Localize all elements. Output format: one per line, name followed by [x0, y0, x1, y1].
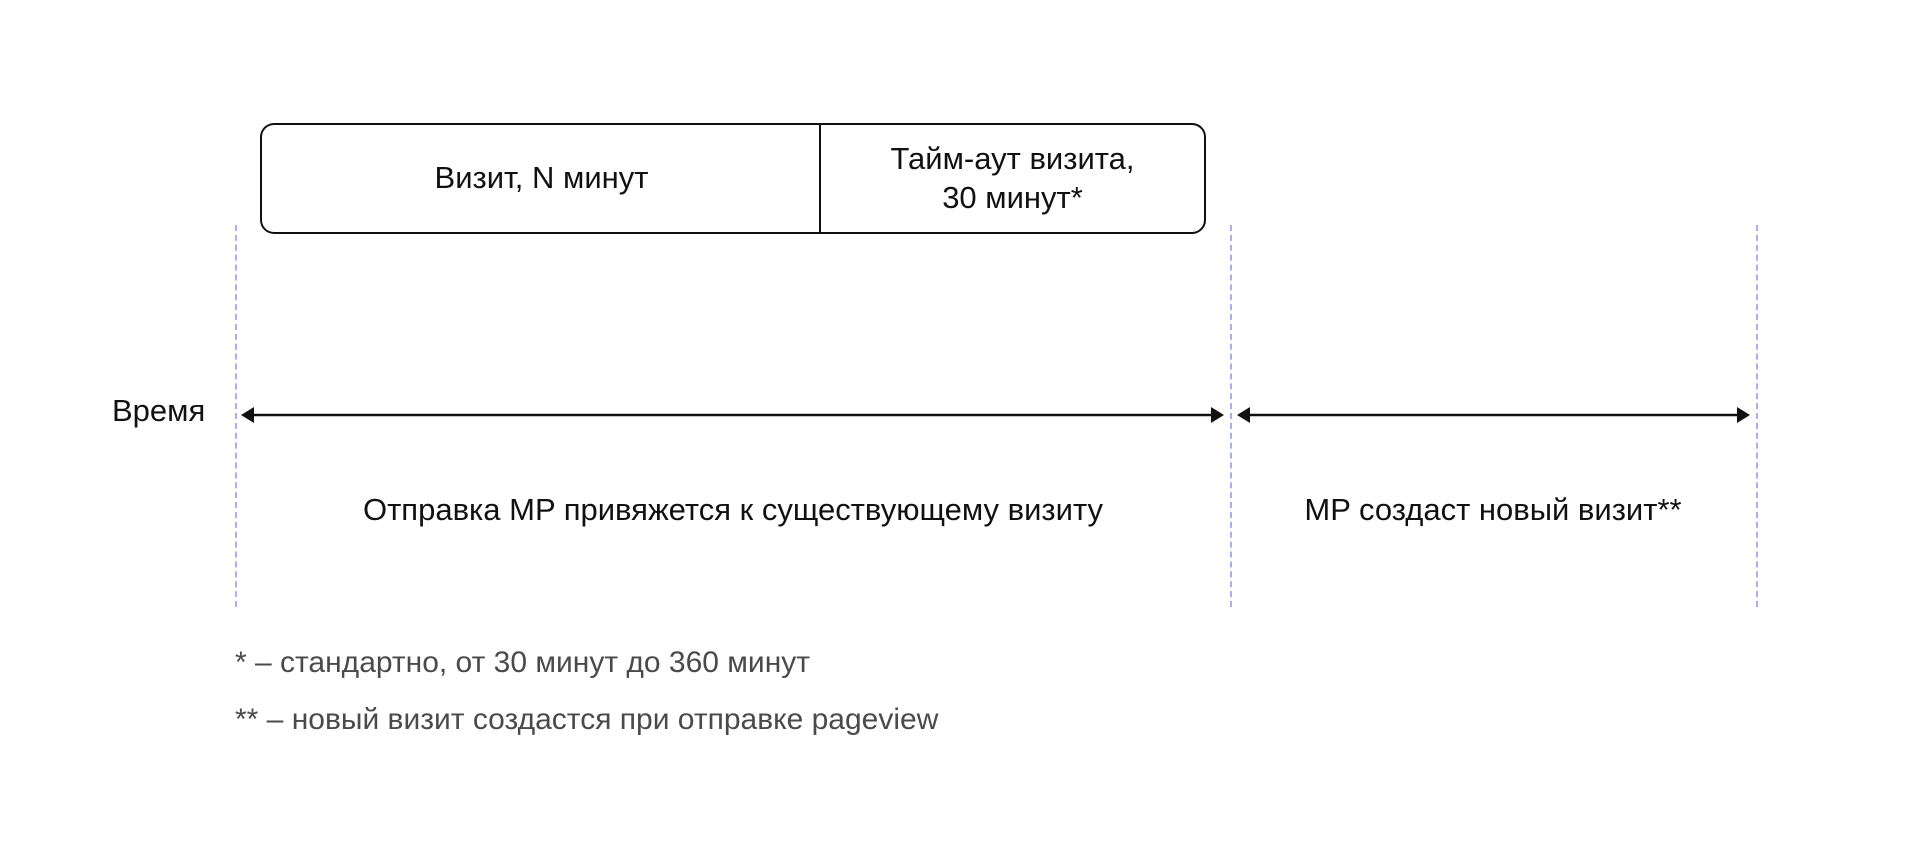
footnote-2: ** – новый визит создастся при отправке … [235, 703, 939, 736]
time-axis-label: Время [112, 393, 206, 428]
existing-visit-label: Отправка MP привяжется к существующему в… [363, 492, 1103, 527]
guide-line-end [1756, 225, 1758, 607]
timeout-label-line1: Тайм-аут визита, [890, 140, 1135, 176]
timeout-block-label: Тайм-аут визита, 30 минут* [891, 140, 1135, 218]
new-visit-label: MP создаст новый визит** [1304, 492, 1682, 527]
visit-block-label: Визит, N минут [434, 160, 649, 196]
arrowhead-left-icon [1237, 407, 1250, 423]
arrow-existing-visit [241, 407, 1224, 423]
arrowhead-right-icon [1211, 407, 1224, 423]
visit-block: Визит, N минут [260, 123, 821, 234]
arrowhead-right-icon [1737, 407, 1750, 423]
timeout-block: Тайм-аут визита, 30 минут* [819, 123, 1206, 234]
arrowhead-left-icon [241, 407, 254, 423]
arrow-new-visit [1237, 407, 1750, 423]
guide-line-timeout-end [1230, 225, 1232, 607]
timeout-label-line2: 30 минут* [942, 179, 1083, 215]
footnote-1: * – стандартно, от 30 минут до 360 минут [235, 646, 810, 679]
guide-line-start [235, 225, 237, 607]
